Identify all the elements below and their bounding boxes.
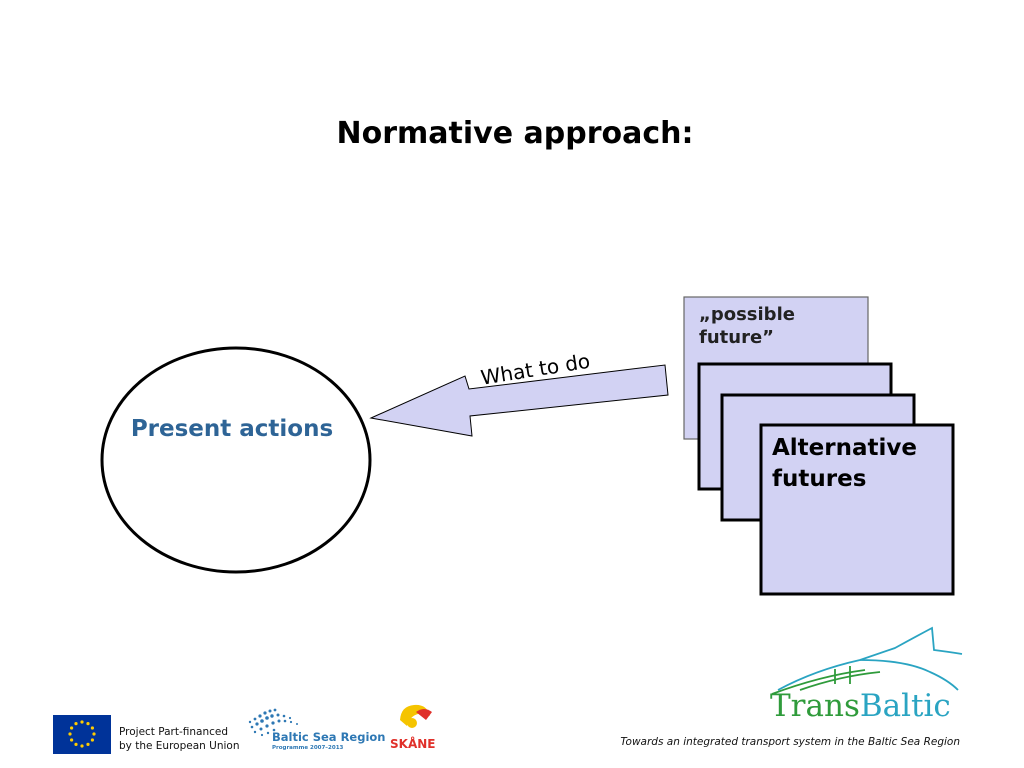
- eu-flag-icon: [53, 715, 111, 754]
- transbaltic-ship-icon: [771, 626, 963, 695]
- present-actions-circle: [100, 346, 372, 574]
- baltic-sea-region-logo-icon: [248, 708, 298, 737]
- transbaltic-logo-baltic: Baltic: [859, 688, 951, 724]
- baltic-sea-region-programme: Programme 2007–2013: [272, 745, 344, 751]
- skane-logo-text: SKÅNE: [390, 737, 436, 751]
- slide-title: Normative approach:: [336, 116, 694, 151]
- footer-tagline: Towards an integrated transport system i…: [620, 736, 960, 748]
- present-actions-label: Present actions: [130, 416, 334, 442]
- eu-financing-line-2: by the European Union: [119, 740, 240, 752]
- transbaltic-logo: TransBaltic: [770, 688, 951, 724]
- possible-future-label: „possible future”: [699, 304, 795, 348]
- alternative-futures-label: Alternative futures: [772, 435, 917, 492]
- skane-logo-icon: [400, 704, 432, 728]
- transbaltic-logo-trans: Trans: [770, 688, 860, 724]
- eu-financing-text: Project Part-financed by the European Un…: [119, 725, 239, 753]
- what-to-do-arrow: [369, 364, 669, 437]
- alternative-future-card-front: [759, 423, 955, 596]
- eu-financing-line-1: Project Part-financed: [119, 726, 229, 738]
- baltic-sea-region-name: Baltic Sea Region: [272, 730, 386, 744]
